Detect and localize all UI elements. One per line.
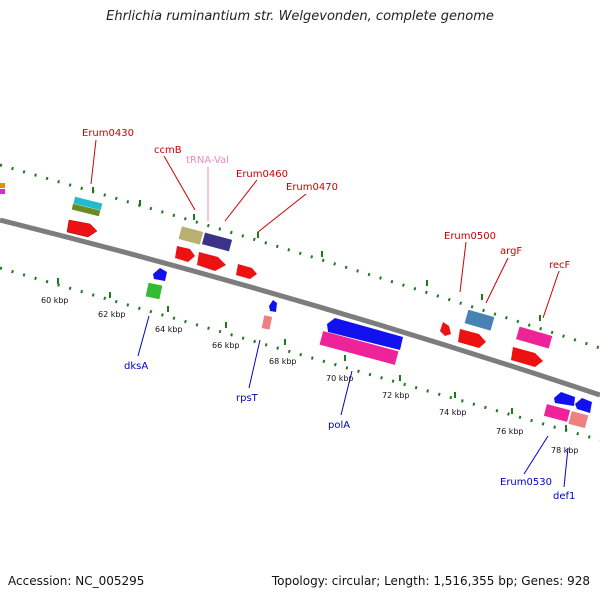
gene-label-erum0470: Erum0470: [286, 182, 338, 193]
erum0430-feature-olive: [71, 203, 101, 217]
scale-label-74kbp: 74 kbp: [439, 408, 467, 417]
recf-arrow: [511, 347, 543, 367]
gene-label-def1: def1: [553, 491, 575, 502]
erum0530-feature: [543, 404, 571, 422]
edge-feature-pink: [0, 189, 5, 194]
def1-feature: [568, 411, 589, 429]
scale-label-62kbp: 62 kbp: [98, 310, 126, 319]
gene-label-erum0460: Erum0460: [236, 169, 288, 180]
gene-label-recf: recF: [549, 260, 571, 271]
erum0500-feature: [464, 309, 495, 331]
gene-label-dksa: dksA: [124, 361, 148, 372]
scale-label-68kbp: 68 kbp: [269, 357, 297, 366]
scale-label-70kbp: 70 kbp: [326, 374, 354, 383]
gene-label-ccmb: ccmB: [154, 145, 182, 156]
pola-feature: [319, 331, 399, 365]
rpst-arrow: [269, 300, 277, 312]
gene-label-argf: argF: [500, 246, 522, 257]
def1-arrow: [575, 398, 592, 413]
erum0470-arrow: [236, 264, 257, 279]
gene-label-pola: polA: [328, 420, 350, 431]
genome-backbone: [0, 217, 600, 398]
gene-label-erum0430: Erum0430: [82, 128, 134, 139]
edge-feature-orange: [0, 183, 5, 188]
pola-arrow: [327, 318, 403, 350]
scale-label-66kbp: 66 kbp: [212, 341, 240, 350]
recf-feature: [516, 326, 553, 349]
ccmb-feature: [178, 226, 204, 245]
gene-label-rpst: rpsT: [236, 393, 259, 404]
trna-val-feature: [201, 232, 233, 252]
erum0430-feature-arrow: [66, 219, 98, 238]
track-tick-marks: [57, 187, 567, 431]
gene-label-erum0530: Erum0530: [500, 477, 552, 488]
gene-label-trna-val: tRNA-Val: [186, 155, 229, 166]
small-red-arrow: [440, 322, 451, 336]
argf-arrow: [458, 329, 486, 348]
erum0460-arrow: [197, 252, 226, 271]
scale-label-64kbp: 64 kbp: [155, 325, 183, 334]
scale-label-60kbp: 60 kbp: [41, 296, 69, 305]
forward-track-dots: [0, 163, 600, 350]
accession-text: Accession: NC_005295: [8, 574, 145, 588]
gene-label-erum0500: Erum0500: [444, 231, 496, 242]
erum0530-arrow: [554, 392, 575, 406]
scale-label-72kbp: 72 kbp: [382, 391, 410, 400]
scale-label-78kbp: 78 kbp: [551, 446, 579, 455]
dksa-arrow: [153, 268, 167, 281]
erum0430-feature-cyan: [73, 196, 103, 211]
scale-label-76kbp: 76 kbp: [496, 427, 524, 436]
genome-summary-text: Topology: circular; Length: 1,516,355 bp…: [271, 574, 590, 588]
reverse-track-dots: [0, 266, 600, 442]
dksa-feature: [145, 282, 163, 300]
ccmb-arrow: [175, 246, 195, 262]
map-title: Ehrlichia ruminantium str. Welgevonden, …: [106, 9, 494, 24]
rpst-feature: [261, 315, 273, 330]
leader-lines: [90, 139, 569, 488]
